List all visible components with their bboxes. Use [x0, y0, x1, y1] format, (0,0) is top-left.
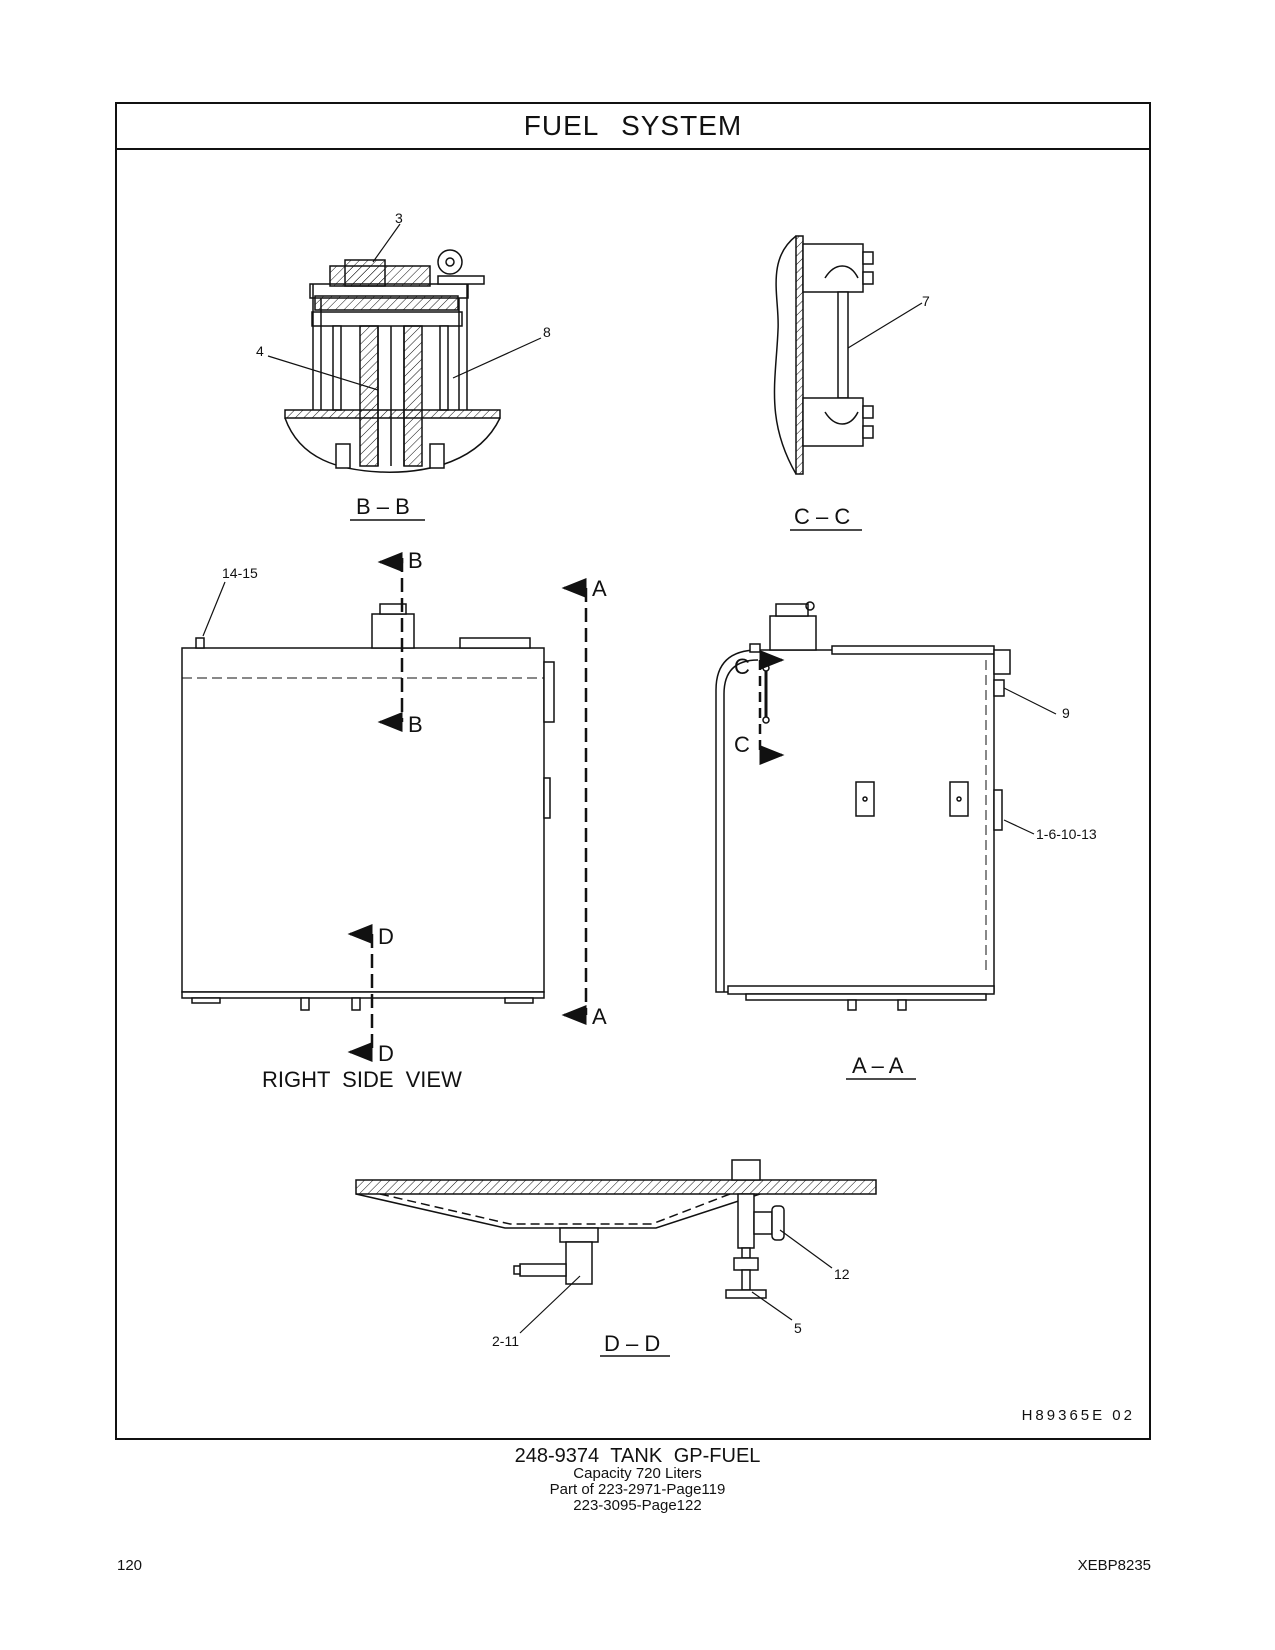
- document-code: XEBP8235: [1077, 1557, 1151, 1574]
- section-mark-c-top: C: [734, 654, 750, 679]
- section-mark-b-top: B: [408, 548, 423, 573]
- part-of-line-1: Part of 223-2971-Page119: [549, 1481, 726, 1498]
- section-mark-c-bottom: C: [734, 732, 750, 757]
- view-aa: [715, 601, 1057, 1011]
- view-dd: [355, 1159, 877, 1334]
- section-mark-d-top: D: [378, 924, 394, 949]
- section-mark-d-bottom: D: [378, 1041, 394, 1066]
- section-mark-b-bottom: B: [408, 712, 423, 737]
- callout-5: 5: [794, 1320, 802, 1336]
- capacity-text: Capacity 720 Liters: [573, 1465, 702, 1482]
- view-title-dd: D – D: [604, 1331, 660, 1356]
- callout-2-11: 2-11: [492, 1333, 519, 1349]
- callout-7: 7: [922, 293, 930, 309]
- view-right-side: [181, 552, 588, 1062]
- view-title-right-side: RIGHT SIDE VIEW: [262, 1067, 462, 1092]
- callout-12: 12: [834, 1266, 850, 1282]
- view-title-bb: B – B: [356, 494, 410, 519]
- section-mark-a-top: A: [592, 576, 607, 601]
- view-cc: [773, 235, 923, 475]
- drawing-number: H89365E 02: [1021, 1407, 1135, 1424]
- section-mark-a-bottom: A: [592, 1004, 607, 1029]
- callout-9: 9: [1062, 705, 1070, 721]
- part-caption: 248-9374 TANK GP-FUEL Capacity 720 Liter…: [0, 1446, 1275, 1514]
- drawing-frame: FUEL SYSTEM H89365E 02: [115, 102, 1151, 1440]
- page-number: 120: [117, 1557, 143, 1574]
- title-bar: FUEL SYSTEM: [117, 104, 1149, 150]
- part-name: 248-9374 TANK GP-FUEL: [514, 1445, 761, 1467]
- view-bb: [267, 223, 542, 473]
- view-title-aa: A – A: [852, 1053, 904, 1078]
- callout-1-6-10-13: 1-6-10-13: [1036, 826, 1097, 842]
- callout-3: 3: [395, 210, 403, 226]
- view-title-cc: C – C: [794, 504, 850, 529]
- callout-8: 8: [543, 324, 551, 340]
- callout-14-15: 14-15: [222, 565, 258, 581]
- callout-4: 4: [256, 343, 264, 359]
- page-title: FUEL SYSTEM: [523, 110, 743, 141]
- part-of-line-2: 223-3095-Page122: [573, 1497, 702, 1514]
